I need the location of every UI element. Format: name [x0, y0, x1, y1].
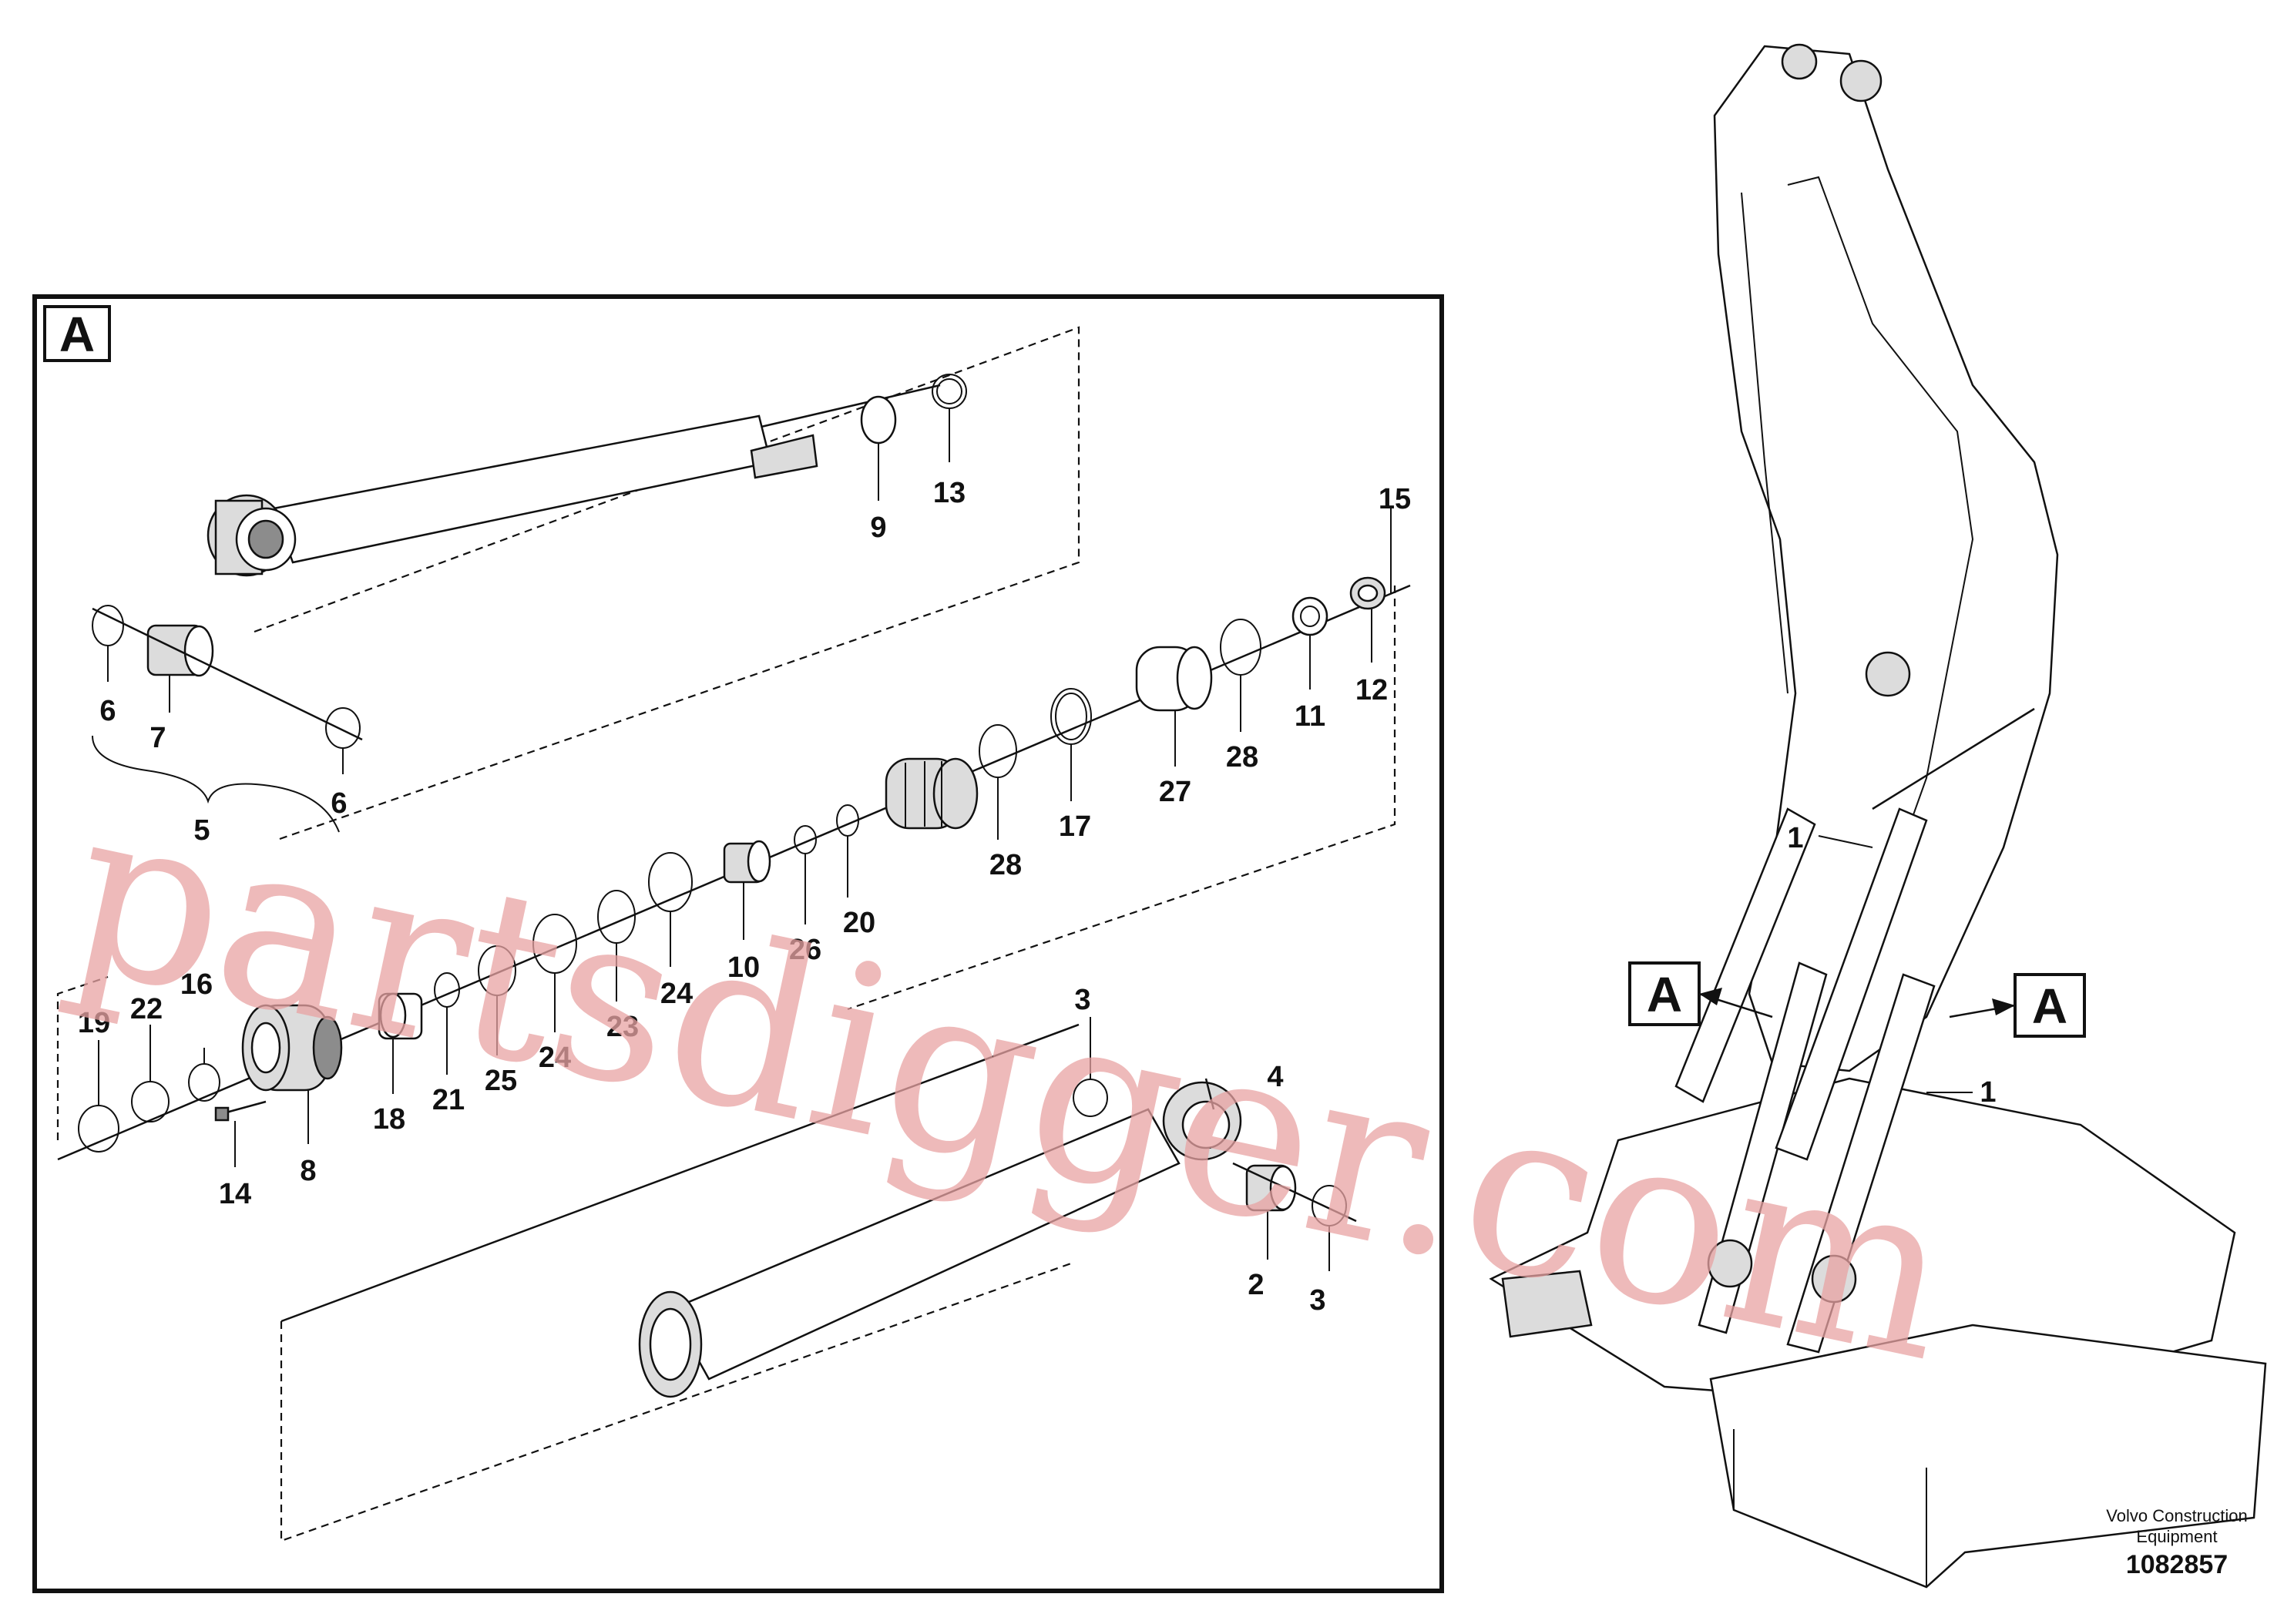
tube-dash-frame	[280, 1262, 1072, 1542]
detail-label: A	[59, 307, 95, 362]
ring-28b	[979, 724, 1017, 778]
piston-rod-group	[92, 326, 1080, 841]
title-block: Volvo Construction Equipment 1082857	[2106, 1506, 2247, 1579]
callout-1b: 1	[1980, 1076, 1996, 1109]
callout-14: 14	[219, 1178, 251, 1210]
callout-22: 22	[130, 993, 163, 1025]
callout-2: 2	[1248, 1269, 1264, 1301]
callout-7: 7	[149, 722, 166, 754]
ref-label-left: A	[1647, 967, 1682, 1022]
counterweight-frame	[1709, 1324, 2267, 1589]
callout-17: 17	[1059, 810, 1091, 843]
callout-28a: 28	[1226, 741, 1258, 773]
ring-19	[78, 1105, 119, 1153]
rod-end-neck	[750, 434, 818, 479]
callout-4: 4	[1267, 1061, 1283, 1093]
callout-10: 10	[727, 951, 760, 984]
callout-16: 16	[180, 968, 213, 1001]
boom-cylinder-left	[1674, 807, 1816, 1103]
company-line-1: Volvo Construction	[2106, 1506, 2247, 1525]
piston-seals-group	[56, 576, 1411, 1161]
callout-27: 27	[1159, 776, 1191, 808]
callout-20: 20	[843, 907, 875, 939]
step	[1501, 1270, 1593, 1338]
detail-view-a: A	[32, 294, 1444, 1593]
detail-frame	[32, 294, 1444, 1593]
ref-box-right	[2014, 973, 2086, 1038]
callout-11: 11	[1295, 700, 1325, 733]
callout-25: 25	[485, 1065, 517, 1097]
callout-26: 26	[789, 934, 821, 966]
piston-rod	[272, 414, 772, 564]
callout-9: 9	[870, 512, 886, 544]
boom	[1713, 45, 2059, 1072]
washer-11	[1291, 596, 1328, 636]
callout-12: 12	[1355, 674, 1388, 706]
callout-21: 21	[432, 1084, 465, 1116]
callout-23: 23	[606, 1011, 639, 1043]
callout-6b: 6	[331, 787, 347, 820]
seal-9	[860, 395, 897, 445]
callout-8: 8	[300, 1155, 316, 1187]
ring-16	[188, 1063, 220, 1102]
callouts: 9 13 15 6 7 6 5 12 11 28 27 17 28 20 26 …	[78, 477, 1411, 1317]
ring-17	[1050, 688, 1092, 745]
ring-28	[1220, 619, 1261, 676]
callout-15: 15	[1379, 483, 1411, 515]
bolt-14	[214, 1106, 230, 1122]
leader-lines	[92, 408, 1392, 1271]
excavator-overview: 1 1 A A	[1489, 43, 2267, 1589]
company-line-2: Equipment	[2136, 1527, 2217, 1546]
boom-cylinder-right	[1775, 807, 1928, 1161]
callout-13: 13	[933, 477, 966, 509]
detail-label-box	[43, 305, 111, 362]
ring-6b	[325, 707, 361, 749]
callout-24b: 24	[539, 1042, 571, 1074]
callout-28b: 28	[989, 849, 1022, 881]
callout-3b: 3	[1309, 1284, 1325, 1317]
callout-1a: 1	[1787, 822, 1803, 854]
cylinder-tube-group	[280, 1023, 1357, 1542]
seal-dash-frame	[847, 586, 1396, 1011]
boom-cylinder-mount	[1865, 651, 1911, 697]
ref-label-right: A	[2032, 978, 2067, 1034]
callout-19: 19	[78, 1007, 110, 1039]
group-bracket-5	[92, 735, 340, 833]
callout-5: 5	[193, 814, 210, 847]
callout-24a: 24	[660, 978, 693, 1010]
ring-22	[131, 1081, 170, 1122]
callout-6a: 6	[99, 695, 116, 727]
ref-box-left	[1628, 961, 1701, 1026]
callout-18: 18	[373, 1103, 405, 1136]
callout-3a: 3	[1074, 984, 1090, 1016]
drawing-number: 1082857	[2126, 1550, 2228, 1579]
